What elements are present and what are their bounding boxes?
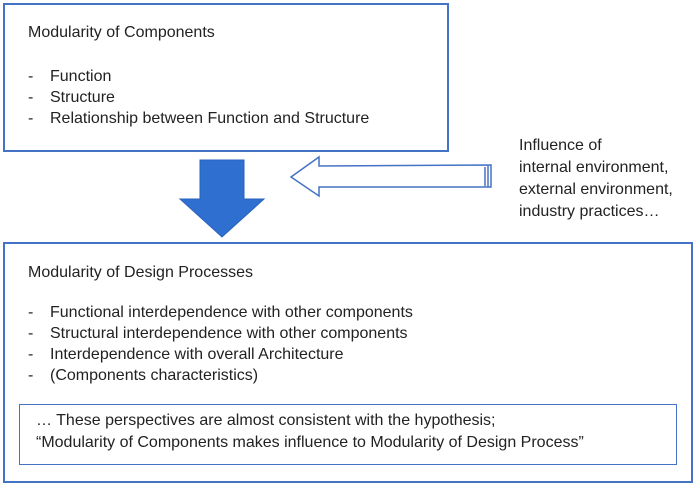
modularity-of-components-box: Modularity of Components -Function -Stru… — [3, 3, 449, 152]
modularity-of-design-processes-box: Modularity of Design Processes -Function… — [3, 242, 693, 483]
note-line: … These perspectives are almost consiste… — [36, 412, 496, 429]
list-item: -Structural interdependence with other c… — [28, 325, 408, 342]
left-arrow — [289, 155, 492, 198]
components-list: -Function -Structure -Relationship betwe… — [28, 66, 369, 129]
list-item: -Functional interdependence with other c… — [28, 304, 413, 321]
influence-line: external environment, — [519, 181, 673, 198]
influence-line: industry practices… — [519, 203, 660, 220]
list-item: -Relationship between Function and Struc… — [28, 110, 370, 127]
design-processes-list: -Functional interdependence with other c… — [28, 302, 413, 386]
influence-line: Influence of — [519, 137, 602, 154]
influence-line: internal environment, — [519, 159, 669, 176]
note-line: “Modularity of Components makes influenc… — [36, 434, 584, 451]
box-title: Modularity of Components — [28, 24, 215, 41]
down-arrow — [178, 159, 266, 238]
list-item: -Interdependence with overall Architectu… — [28, 346, 344, 363]
influence-text: Influence of internal environment, exter… — [519, 135, 673, 223]
list-item: -Function — [28, 68, 112, 85]
list-item: -(Components characteristics) — [28, 367, 259, 384]
list-item: -Structure — [28, 89, 115, 106]
hypothesis-note-box: … These perspectives are almost consiste… — [19, 404, 677, 465]
box-title: Modularity of Design Processes — [28, 264, 253, 281]
